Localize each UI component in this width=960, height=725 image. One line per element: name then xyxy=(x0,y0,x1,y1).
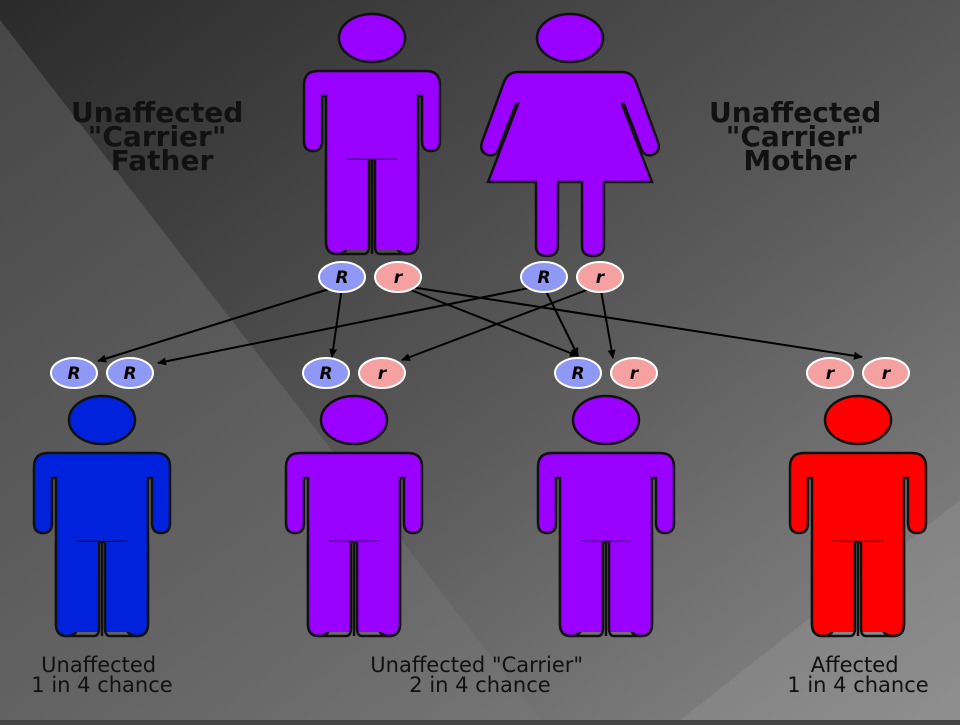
father-figure-icon xyxy=(302,12,442,256)
outcome-affected-line2: 1 in 4 chance xyxy=(787,673,928,697)
allele-letter: r xyxy=(394,268,404,288)
parent-allele: R xyxy=(520,261,568,293)
allele-circle xyxy=(806,357,854,389)
head-shape xyxy=(823,394,893,446)
allele-circle xyxy=(520,261,568,293)
allele-letter: R xyxy=(123,364,136,384)
right-leg xyxy=(375,160,418,250)
allele-circle xyxy=(106,357,154,389)
allele-letter: r xyxy=(826,364,836,384)
mother-label-line: "Carrier" xyxy=(726,120,865,153)
parent-allele: r xyxy=(374,261,422,293)
allele-letter: r xyxy=(378,364,388,384)
inheritance-arrows xyxy=(97,284,863,366)
parent-allele: R xyxy=(318,261,366,293)
inheritance-arrow xyxy=(157,284,545,366)
head-shape xyxy=(67,394,137,446)
left-leg xyxy=(56,542,99,632)
left-leg xyxy=(326,160,369,250)
allele-letter: R xyxy=(335,268,348,288)
allele-circle xyxy=(576,261,624,293)
allele-circle xyxy=(610,357,658,389)
inheritance-arrow xyxy=(397,284,863,360)
inheritance-arrow xyxy=(599,284,616,359)
head-shape xyxy=(319,394,389,446)
allele-circle xyxy=(374,261,422,293)
left-leg xyxy=(308,542,351,632)
allele-circle xyxy=(862,357,910,389)
child-figure-icon xyxy=(788,394,928,638)
outcome-unaffected-line1: Unaffected xyxy=(41,653,156,677)
allele-letter: R xyxy=(67,364,80,384)
child-allele: R xyxy=(106,357,154,389)
inheritance-arrow xyxy=(329,286,343,358)
allele-circle xyxy=(318,261,366,293)
outcome-carrier: Unaffected "Carrier" 2 in 4 chance xyxy=(370,653,589,697)
inheritance-arrow xyxy=(401,284,601,361)
left-leg xyxy=(812,542,855,632)
right-leg xyxy=(609,542,652,632)
father-label-line: Unaffected xyxy=(71,96,243,129)
allele-circle xyxy=(50,357,98,389)
allele-letter: r xyxy=(882,364,892,384)
child-allele: r xyxy=(358,357,406,389)
mother-figure-icon xyxy=(480,12,660,258)
right-leg xyxy=(861,542,904,632)
mother-body xyxy=(480,12,660,258)
left-leg xyxy=(560,542,603,632)
mother-label-line: Mother xyxy=(743,144,856,177)
children-figures xyxy=(32,394,928,638)
child-allele: r xyxy=(862,357,910,389)
mother-label: Unaffected "Carrier" Mother xyxy=(709,96,891,177)
head-shape xyxy=(571,394,641,446)
outcome-unaffected: Unaffected 1 in 4 chance xyxy=(31,653,172,697)
child-allele: r xyxy=(610,357,658,389)
body-shape xyxy=(480,70,660,258)
allele-circle xyxy=(358,357,406,389)
head-shape xyxy=(337,12,407,64)
allele-circle xyxy=(554,357,602,389)
child-figure-icon xyxy=(284,394,424,638)
right-leg xyxy=(357,542,400,632)
child-allele: R xyxy=(50,357,98,389)
right-leg xyxy=(105,542,148,632)
child-figure-icon xyxy=(32,394,172,638)
allele-letter: r xyxy=(630,364,640,384)
allele-letter: r xyxy=(596,268,606,288)
outcome-affected-line1: Affected xyxy=(811,653,899,677)
allele-letter: R xyxy=(571,364,584,384)
outcome-carrier-line1: Unaffected "Carrier" xyxy=(370,653,583,677)
child-figure-icon xyxy=(536,394,676,638)
inheritance-arrow xyxy=(397,284,579,357)
outcome-affected: Affected 1 in 4 chance xyxy=(787,653,928,697)
allele-letter: R xyxy=(537,268,550,288)
outcome-unaffected-line2: 1 in 4 chance xyxy=(31,673,172,697)
head-shape xyxy=(535,12,605,64)
child-allele: R xyxy=(302,357,350,389)
father-body xyxy=(302,12,442,256)
child-allele: r xyxy=(806,357,854,389)
father-label-line: "Carrier" xyxy=(88,120,227,153)
allele-letter: R xyxy=(319,364,332,384)
father-label: Unaffected "Carrier" Father xyxy=(71,96,253,177)
allele-circle xyxy=(302,357,350,389)
inheritance-arrow xyxy=(543,286,579,357)
inheritance-arrow xyxy=(97,284,343,363)
outcome-carrier-line2: 2 in 4 chance xyxy=(409,673,550,697)
child-allele: R xyxy=(554,357,602,389)
father-label-line: Father xyxy=(111,144,214,177)
mother-label-line: Unaffected xyxy=(709,96,881,129)
parent-allele: r xyxy=(576,261,624,293)
